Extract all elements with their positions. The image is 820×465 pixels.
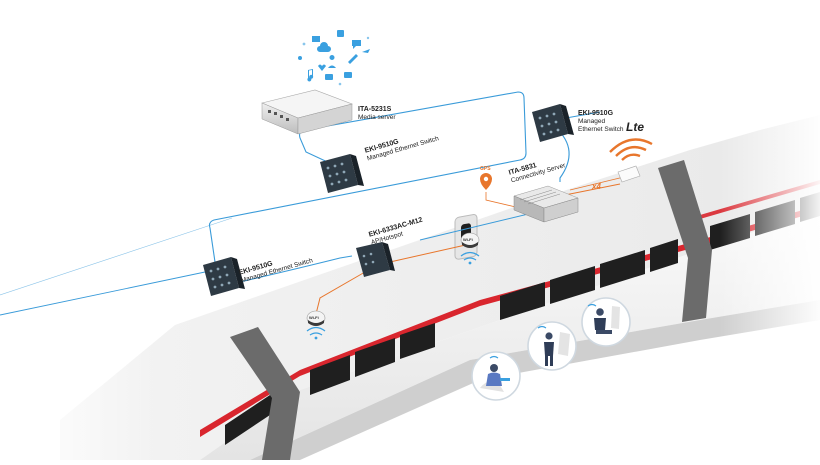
passenger-bubble-left xyxy=(471,351,521,401)
media-server-device[interactable] xyxy=(261,89,353,135)
airplane-icon xyxy=(362,49,370,53)
lte-signal-icon xyxy=(609,138,653,161)
share-icon xyxy=(298,56,302,60)
orange-link-ap-left xyxy=(315,271,366,315)
orange-link-ap-right xyxy=(389,243,471,263)
lte-tag: Lte xyxy=(626,120,644,134)
heart-icon xyxy=(318,64,326,71)
switch-top-right-desc-2: Ethernet Switch xyxy=(578,125,624,133)
car-connector-left xyxy=(230,327,300,460)
x4-tag: x4 xyxy=(592,182,601,191)
switch-top-right-model: EKI-9510G xyxy=(578,110,614,117)
orange-link-connectivity xyxy=(559,183,621,197)
managed-switch-top-center[interactable] xyxy=(320,154,364,193)
briefcase-icon xyxy=(344,72,352,78)
music-note-icon xyxy=(307,69,314,82)
blue-line-to-edge-1 xyxy=(0,271,206,316)
media-server-desc: Media server xyxy=(358,114,396,122)
email-icon xyxy=(312,36,320,42)
gps-tag: GPS xyxy=(480,166,491,172)
blue-line-to-edge-2 xyxy=(0,217,233,296)
media-server-label: ITA-5231S Media server xyxy=(358,106,396,122)
calendar-icon xyxy=(337,30,344,37)
managed-switch-top-right[interactable] xyxy=(532,104,574,142)
passenger-bubble-right xyxy=(581,297,631,347)
people-icon xyxy=(328,55,336,68)
connectivity-server-device[interactable] xyxy=(513,185,579,223)
train-roof xyxy=(60,115,820,460)
train xyxy=(0,100,820,460)
switch-top-right-label: EKI-9510G Managed Ethernet Switch xyxy=(578,110,624,133)
switch-top-right-desc-1: Managed xyxy=(578,118,606,126)
wifi-dome-right xyxy=(460,232,480,265)
gps-pin-icon xyxy=(480,173,492,190)
access-point-device[interactable] xyxy=(356,242,395,277)
wifi-tag-left: Wi-Fi xyxy=(309,315,319,320)
lte-antenna xyxy=(617,165,641,183)
pen-icon xyxy=(348,54,358,64)
cloud-icon xyxy=(317,42,331,52)
app-icon-cloud xyxy=(298,30,370,86)
train-underbody xyxy=(250,300,820,460)
train-side xyxy=(200,210,820,460)
managed-switch-left[interactable] xyxy=(203,257,245,296)
car-connector-right xyxy=(658,160,712,322)
media-server-model: ITA-5231S xyxy=(358,106,392,113)
wifi-tag-right: Wi-Fi xyxy=(463,237,473,242)
wifi-dome-left xyxy=(306,310,326,340)
passenger-bubble-center xyxy=(527,321,577,371)
chat-icon xyxy=(352,40,361,49)
camera-icon xyxy=(325,74,333,80)
